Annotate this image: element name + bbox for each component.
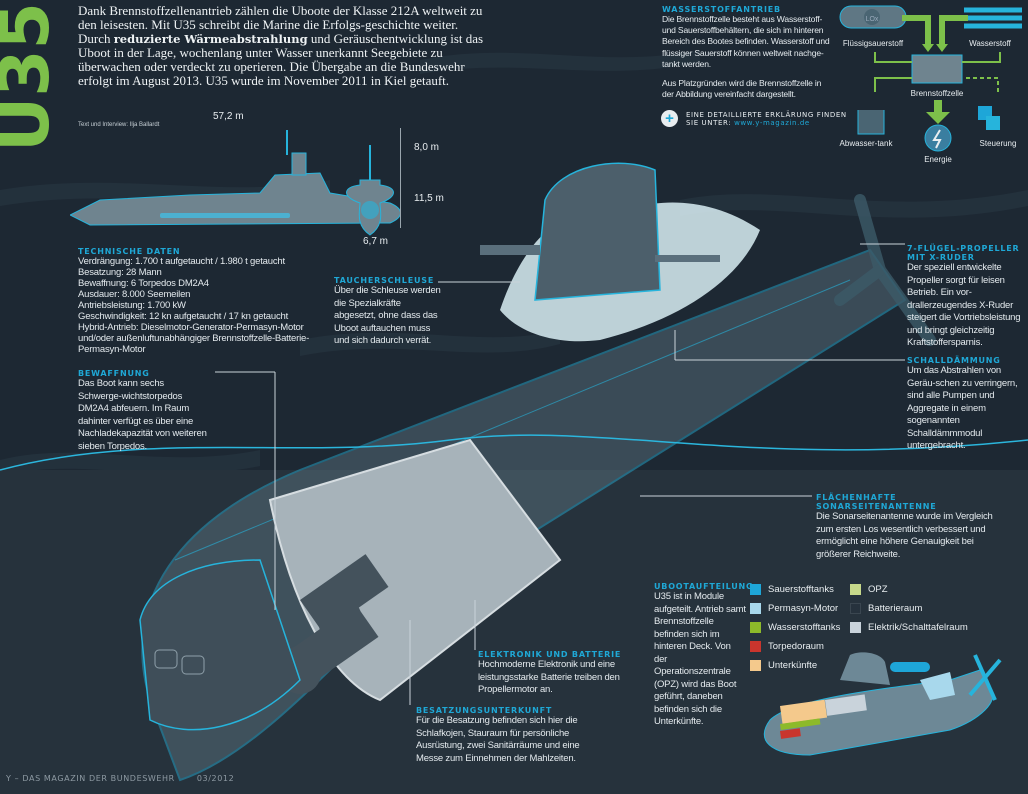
footer-magazine: Y – DAS MAGAZIN DER BUNDESWEHR: [6, 774, 175, 783]
callout-bewaffnung: Bewaffnung Das Boot kann sechs Schwerge-…: [78, 369, 207, 452]
callout-propeller: 7-Flügel-Propeller mit X-Ruder Der spezi…: [907, 244, 1021, 348]
callout-besatzung: Besatzungsunterkunft Für die Besatzung b…: [416, 706, 580, 764]
legend-item: OPZ: [850, 580, 1000, 599]
legend-item: Elektrik/Schalttafelraum: [850, 618, 1000, 637]
tech-data: Technische Daten Verdrängung: 1.700 t au…: [78, 247, 338, 355]
tech-line: Antriebsleistung: 1.700 kW: [78, 300, 186, 311]
legend-item: Permasyn-Motor: [750, 599, 845, 618]
width-dimension: 6,7 m: [363, 236, 389, 247]
callout-taucherschleuse: Taucherschleuse Über die Schleuse werden…: [334, 276, 441, 346]
control-label: Steuerung: [980, 139, 1017, 148]
bow: [139, 559, 301, 731]
credit: Text und Interview: Ilja Ballardt: [78, 122, 160, 128]
footer: Y – DAS MAGAZIN DER BUNDESWEHR 03/2012: [6, 774, 234, 783]
fuelcell-diagram: Flüssigsauerstoff Wasserstoff LOx Brenns…: [839, 5, 1022, 164]
tech-line: Ausdauer: 8.000 Seemeilen: [78, 289, 191, 300]
callout-sonar: Flächenhafte Sonarseitenantenne Die Sona…: [816, 493, 993, 560]
u35-logo: U35: [0, 4, 56, 152]
legend-col-2: OPZ Batterieraum Elektrik/Schalttafelrau…: [850, 580, 1000, 637]
tech-line: Bewaffnung: 6 Torpedos DM2A4: [78, 278, 209, 289]
tech-line: und/oder außenluftunabhängiger Brennstof…: [78, 333, 310, 344]
tech-heading: Technische Daten: [78, 247, 181, 256]
wastewater-label: Abwasser-tank: [840, 139, 894, 148]
energy-label: Energie: [924, 155, 952, 164]
legend-col-1: Sauerstofftanks Permasyn-Motor Wassersto…: [750, 580, 845, 675]
svg-text:U35: U35: [0, 4, 56, 152]
plus-icon: +: [661, 110, 678, 127]
callout-elektronik: Elektronik und Batterie Hochmoderne Elek…: [478, 650, 622, 695]
legend-item: Torpedoraum: [750, 637, 845, 656]
propeller: [834, 194, 936, 346]
url-link[interactable]: www.y-magazin.de: [734, 118, 810, 127]
hydrogen-label: Wasserstoff: [969, 39, 1012, 48]
callout-schalldaemmung: Schalldämmung Um das Abstrahlen von Gerä…: [907, 356, 1018, 451]
length-dimension: 57,2 m: [213, 111, 244, 122]
legend-item: Wasserstofftanks: [750, 618, 845, 637]
water-surface: [0, 434, 1028, 471]
tech-line: Geschwindigkeit: 12 kn aufgetaucht / 17 …: [78, 311, 289, 322]
legend-item: Unterkünfte: [750, 656, 845, 675]
tech-line: Permasyn-Motor: [78, 344, 146, 355]
tech-line: Verdrängung: 1.700 t aufgetaucht / 1.980…: [78, 256, 285, 267]
fuelcell-label: Brennstoffzelle: [911, 89, 964, 98]
height-top-dimension: 8,0 m: [414, 142, 440, 153]
side-view-diagram: [70, 130, 401, 236]
oxygen-label: Flüssigsauerstoff: [843, 39, 904, 48]
sail: [534, 162, 661, 301]
hydrogen-section: Wasserstoffantrieb Die Brennstoffzelle b…: [662, 5, 830, 100]
legend-item: Sauerstofftanks: [750, 580, 845, 599]
division-submarine: [763, 652, 1002, 756]
division-section: Ubootaufteilung U35 ist in Module aufget…: [654, 582, 754, 727]
tech-line: Hybrid-Antrieb: Dieselmotor-Generator-Pe…: [78, 322, 304, 333]
tech-line: Besatzung: 28 Mann: [78, 267, 162, 278]
height-hull-dimension: 11,5 m: [414, 193, 444, 204]
lox-label: LOx: [866, 16, 879, 23]
legend-item: Batterieraum: [850, 599, 1000, 618]
footer-issue: 03/2012: [196, 774, 235, 783]
intro-text: Dank Brennstoffzellenantrieb zählen die …: [78, 3, 484, 88]
